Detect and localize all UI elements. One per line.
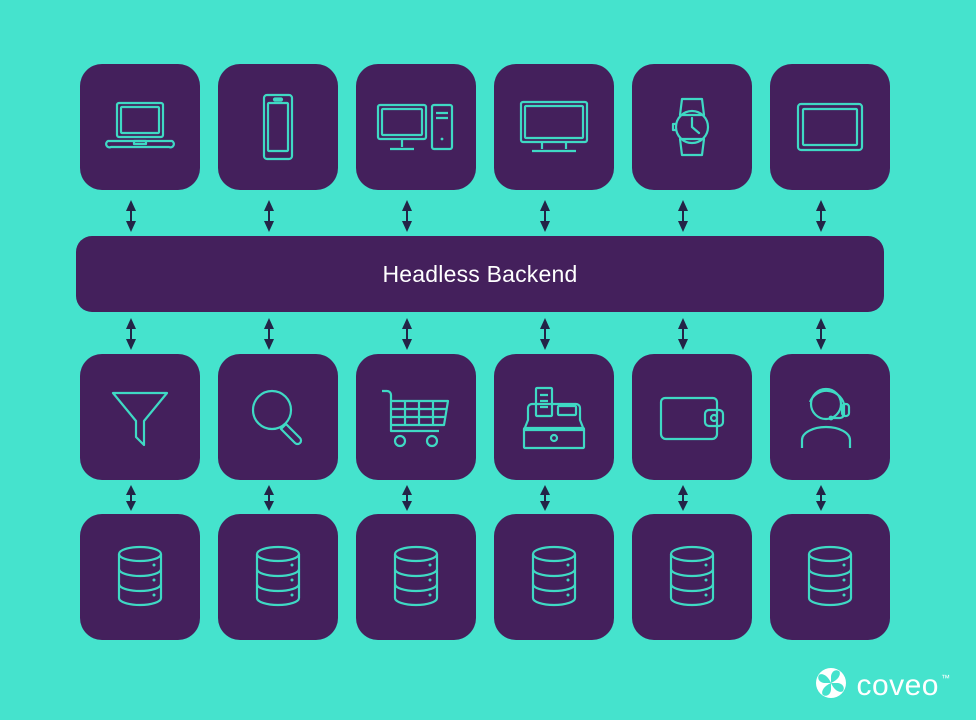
smartwatch-icon — [664, 91, 720, 163]
card-database-1[interactable] — [80, 514, 200, 640]
database-icon — [111, 541, 169, 613]
card-database-6[interactable] — [770, 514, 890, 640]
arrow-service-database-2 — [260, 484, 278, 512]
coveo-pinwheel-icon — [815, 667, 847, 704]
card-desktop-computer[interactable] — [356, 64, 476, 190]
arrow-device-backend-5 — [674, 198, 692, 234]
card-database-2[interactable] — [218, 514, 338, 640]
desktop-computer-icon — [374, 95, 458, 159]
card-smartphone[interactable] — [218, 64, 338, 190]
card-database-4[interactable] — [494, 514, 614, 640]
shopping-cart-icon — [378, 383, 454, 451]
arrow-backend-service-1 — [122, 316, 140, 352]
card-television[interactable] — [494, 64, 614, 190]
wallet-icon — [655, 386, 729, 448]
database-icon — [387, 541, 445, 613]
database-icon — [663, 541, 721, 613]
card-database-5[interactable] — [632, 514, 752, 640]
card-cash-register[interactable] — [494, 354, 614, 480]
arrow-backend-service-5 — [674, 316, 692, 352]
arrow-service-database-6 — [812, 484, 830, 512]
cash-register-icon — [516, 382, 592, 452]
arrow-service-database-5 — [674, 484, 692, 512]
database-icon — [249, 541, 307, 613]
card-funnel[interactable] — [80, 354, 200, 480]
headless-backend-label: Headless Backend — [382, 260, 578, 287]
laptop-icon — [100, 95, 180, 159]
headless-backend-banner[interactable]: Headless Backend — [76, 236, 884, 312]
funnel-icon — [105, 383, 175, 451]
support-headset-icon — [794, 382, 866, 452]
arrow-device-backend-3 — [398, 198, 416, 234]
arrow-device-backend-2 — [260, 198, 278, 234]
arrow-service-database-1 — [122, 484, 140, 512]
coveo-wordmark: coveo ™ — [856, 668, 950, 702]
card-support-agent[interactable] — [770, 354, 890, 480]
card-smartwatch[interactable] — [632, 64, 752, 190]
database-icon — [525, 541, 583, 613]
smartphone-icon — [255, 91, 301, 163]
arrow-backend-service-3 — [398, 316, 416, 352]
trademark-symbol: ™ — [941, 672, 950, 683]
television-icon — [516, 96, 592, 158]
arrow-device-backend-6 — [812, 198, 830, 234]
card-laptop[interactable] — [80, 64, 200, 190]
arrow-backend-service-6 — [812, 316, 830, 352]
coveo-wordmark-text: coveo — [856, 668, 939, 702]
card-shopping-cart[interactable] — [356, 354, 476, 480]
card-tablet[interactable] — [770, 64, 890, 190]
arrow-backend-service-4 — [536, 316, 554, 352]
arrow-service-database-3 — [398, 484, 416, 512]
card-search[interactable] — [218, 354, 338, 480]
arrow-service-database-4 — [536, 484, 554, 512]
arrow-backend-service-2 — [260, 316, 278, 352]
magnifier-icon — [243, 383, 313, 451]
arrow-device-backend-4 — [536, 198, 554, 234]
arrow-device-backend-1 — [122, 198, 140, 234]
tablet-icon — [794, 99, 866, 155]
database-icon — [801, 541, 859, 613]
coveo-logo[interactable]: coveo ™ — [815, 667, 950, 704]
card-database-3[interactable] — [356, 514, 476, 640]
card-wallet[interactable] — [632, 354, 752, 480]
